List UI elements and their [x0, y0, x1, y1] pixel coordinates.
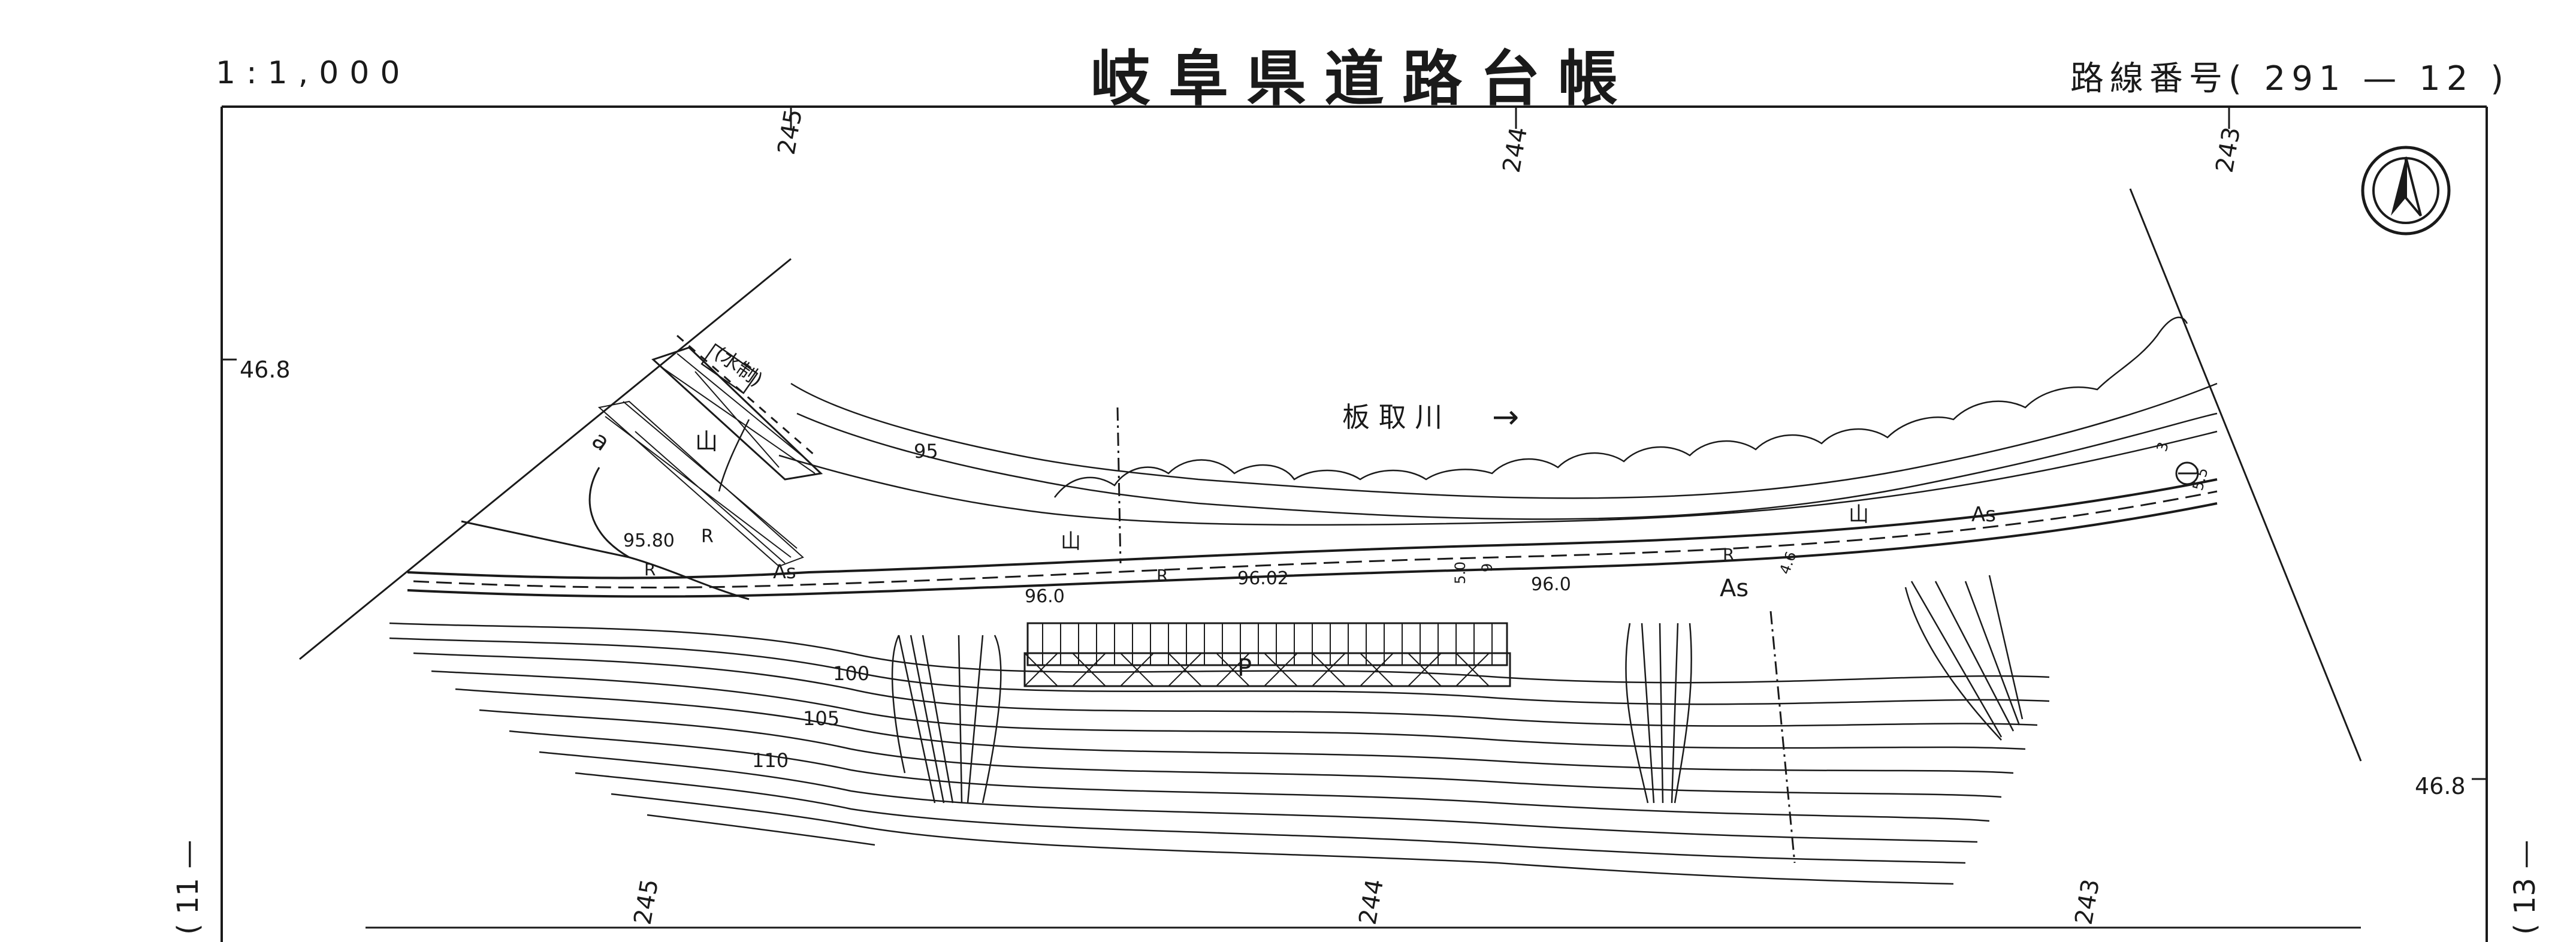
parking-label: P	[1237, 654, 1252, 682]
embankment-slopes	[891, 575, 2024, 804]
spot-height-2: 96.0	[1025, 586, 1065, 607]
retaining-wall-1: R	[701, 526, 714, 547]
station-top-244: 244	[1498, 125, 1533, 175]
width-label-3: 4.6	[1776, 550, 1799, 576]
station-marks-top: 245 244 243	[773, 107, 2246, 175]
contour-label-110: 110	[752, 749, 789, 772]
water-control-structure	[597, 343, 823, 567]
width-label-1: 5.0	[1452, 561, 1469, 584]
road-edges	[407, 478, 2218, 598]
spot-height-3: 96.02	[1237, 568, 1289, 589]
spot-height-4: 96.0	[1531, 574, 1571, 595]
width-label-2: 9	[1479, 563, 1496, 572]
grid-left-label: 46.8	[240, 357, 291, 383]
retaining-wall-2: R	[1156, 566, 1168, 585]
sheet-ref-left: ( 11 —	[171, 840, 205, 935]
river-name: 板 取 川	[1342, 401, 1442, 433]
spot-height-1: 95.80	[623, 530, 675, 551]
station-top-245: 245	[773, 107, 808, 157]
route-number: 路線番号( 291 — 12 )	[2070, 59, 2510, 98]
station-top-243: 243	[2211, 125, 2246, 175]
side-road-left-2	[588, 467, 630, 558]
retaining-wall-3: R	[1723, 545, 1734, 564]
contour-label-95: 95	[914, 440, 938, 463]
contour-label-105: 105	[803, 707, 839, 730]
pavement-label-2: As	[1720, 575, 1748, 602]
contour-label-100: 100	[833, 662, 869, 685]
sheet-references: ( 11 — ( 13 —	[171, 840, 2542, 935]
pavement-label-1: As	[773, 560, 796, 583]
sheet-boundary-left	[299, 258, 792, 660]
station-bottom-245: 245	[629, 877, 665, 927]
map-title: 岐阜県道路台帳	[1091, 44, 1636, 114]
mountain-label-1: 山	[695, 428, 718, 455]
a-mark-label: a	[587, 426, 614, 457]
river-flow-arrow: →	[1492, 398, 1519, 436]
mountain-label-2: 山	[1061, 530, 1081, 554]
north-arrow-icon	[2361, 146, 2451, 236]
grid-right-label: 46.8	[2415, 773, 2466, 799]
width-label-4: 3	[2154, 440, 2172, 454]
vegetation-edge	[1054, 316, 2188, 498]
map-scale: 1:1,000	[216, 55, 411, 91]
side-road-left	[461, 520, 750, 600]
grid-labels: 46.8 46.8	[222, 357, 2487, 799]
station-bottom-243: 243	[2070, 877, 2106, 927]
center-line-upper	[1116, 407, 1122, 564]
station-bottom-244: 244	[1354, 877, 1390, 927]
width-label-5: 5.5	[2190, 466, 2212, 492]
retaining-wall-block	[1023, 622, 1511, 687]
sheet-ref-right: ( 13 —	[2508, 840, 2542, 935]
pavement-label-3: As	[1971, 503, 1996, 527]
mountain-label-3: 山	[1849, 503, 1869, 527]
sheet-boundary-right	[2129, 188, 2362, 762]
station-marks-bottom: 245 244 243	[629, 877, 2106, 927]
survey-marker-icon	[2175, 461, 2199, 485]
water-control-label: (水制)	[710, 342, 767, 391]
contour-lines-lower	[389, 622, 2050, 885]
retaining-wall-4: R	[644, 560, 656, 579]
center-line-lower	[1769, 611, 1796, 864]
contour-lines-upper	[718, 382, 2218, 526]
